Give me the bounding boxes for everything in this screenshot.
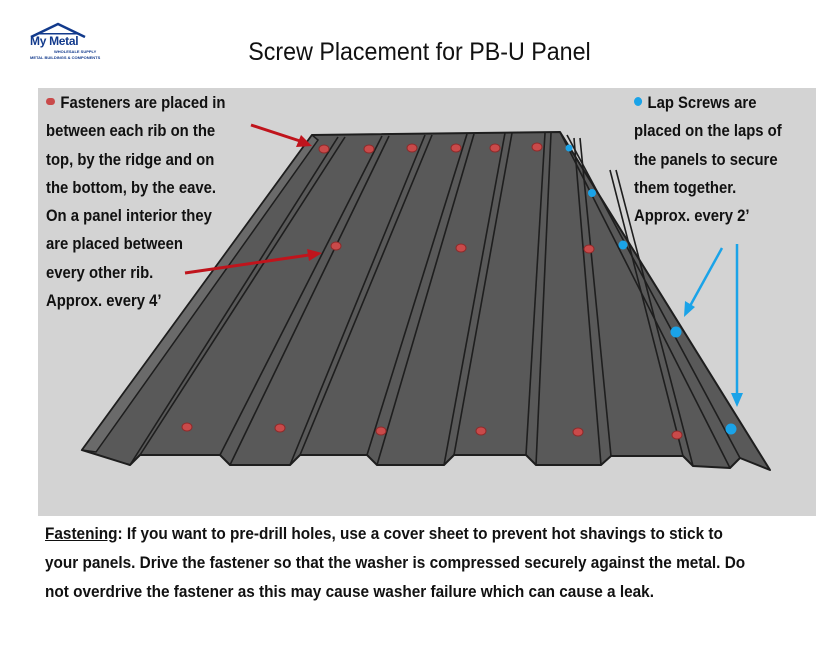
lap-screw-marker-icon <box>634 97 643 107</box>
panel-left-edge <box>80 133 320 453</box>
lap-screws-note: Lap Screws are placed on the laps of the… <box>634 89 814 230</box>
lap-screws-note-text: Lap Screws are placed on the laps of the… <box>634 94 782 226</box>
lap-arrow-diagonal <box>688 247 724 307</box>
fastener-screw <box>363 144 375 154</box>
fasteners-note: Fasteners are placed in between each rib… <box>46 89 271 315</box>
lap-screw <box>565 144 573 152</box>
fastener-screw <box>572 427 584 437</box>
fastening-heading: Fastening <box>45 525 118 543</box>
fastener-screw <box>671 430 683 440</box>
fastener-screw <box>330 241 342 251</box>
fastener-screw <box>583 244 595 254</box>
fastener-screw <box>375 426 387 436</box>
fastener-arrows <box>184 123 322 275</box>
fastener-screw <box>475 426 487 436</box>
house-roof-icon <box>30 22 86 38</box>
fastener-screw <box>406 143 418 153</box>
panel-ribs <box>129 131 741 469</box>
fastening-body: : If you want to pre-drill holes, use a … <box>45 525 746 601</box>
fastener-screw <box>181 422 193 432</box>
fastener-screw <box>318 144 330 154</box>
fastening-instructions: Fastening: If you want to pre-drill hole… <box>45 520 752 607</box>
fastener-screw <box>531 142 543 152</box>
lap-screws <box>565 144 737 435</box>
logo: My Metal WHOLESALE SUPPLY METAL BUILDING… <box>28 22 100 64</box>
fastener-marker-icon <box>46 98 55 106</box>
logo-tagline: WHOLESALE SUPPLY <box>54 49 97 54</box>
logo-subtitle: METAL BUILDINGS & COMPONENTS <box>30 55 101 60</box>
lap-screw <box>725 423 737 435</box>
fastener-arrow-top <box>250 123 301 143</box>
fastener-screw <box>455 243 467 253</box>
fastener-screws <box>181 142 683 440</box>
fastener-arrow-middle <box>184 253 310 275</box>
logo-brand: My Metal <box>30 34 79 48</box>
fastener-screw <box>450 143 462 153</box>
fastener-screw <box>274 423 286 433</box>
lap-screw <box>670 326 682 338</box>
fasteners-note-text: Fasteners are placed in between each rib… <box>46 94 226 311</box>
lap-screw <box>588 189 596 197</box>
page-title: Screw Placement for PB-U Panel <box>248 38 591 66</box>
lap-screw <box>618 240 628 250</box>
fastener-screw <box>489 143 501 153</box>
lap-screw-arrows <box>684 244 743 407</box>
